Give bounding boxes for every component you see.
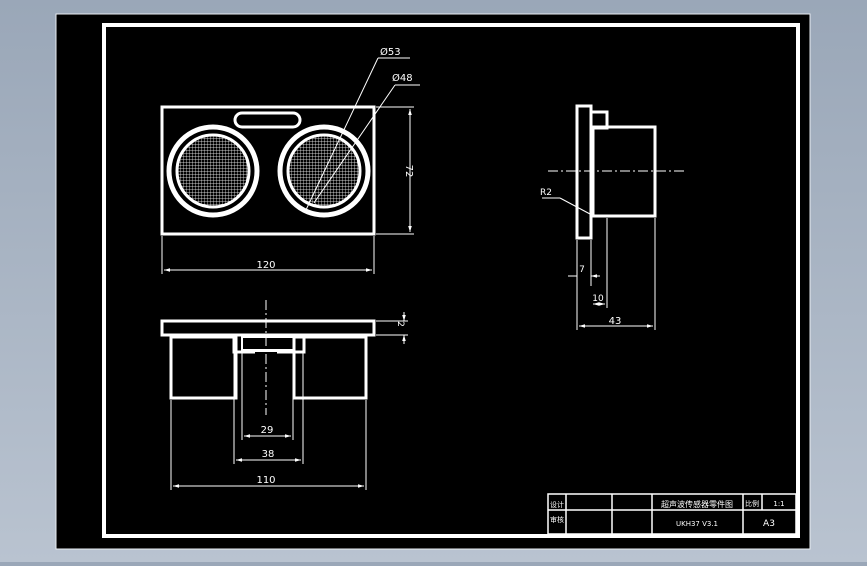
part-code: UKH37 V3.1 (676, 520, 718, 528)
left-transducer-outer (166, 124, 260, 218)
side-pcb (575, 104, 593, 240)
dim-72: 72 (403, 165, 414, 178)
left-transducer-mesh (175, 133, 251, 209)
right-can (292, 335, 368, 400)
scale-label: 比例 (745, 499, 759, 508)
drawing-sheet (55, 13, 811, 550)
dim-d53: Ø53 (380, 46, 401, 58)
dim-43: 43 (609, 316, 622, 327)
dim-2: 2 (395, 321, 405, 327)
label-design: 设计 (550, 500, 564, 509)
sheet-size: A3 (763, 519, 775, 529)
drawing-frame (102, 23, 800, 538)
dim-7: 7 (579, 265, 585, 275)
d48-leader (313, 84, 396, 204)
d53-leader (304, 57, 379, 213)
right-transducer-outer (277, 124, 371, 218)
title-block (547, 493, 797, 535)
dim-120: 120 (256, 260, 275, 271)
dim-r2: R2 (540, 188, 552, 198)
dim-38: 38 (262, 449, 275, 460)
scale-value: 1:1 (773, 500, 784, 508)
crystal-slot (233, 111, 302, 129)
dim-10: 10 (592, 294, 604, 304)
dim-110: 110 (256, 475, 275, 486)
r2-leader (559, 197, 591, 215)
bottom-view (160, 300, 408, 490)
pcb-outline (160, 105, 376, 236)
dim-29: 29 (261, 425, 274, 436)
drawing-name: 超声波传感器零件图 (661, 499, 733, 509)
side-view (542, 104, 684, 330)
front-view (160, 57, 420, 274)
dim-d48: Ø48 (392, 72, 413, 84)
label-check: 审核 (550, 515, 564, 524)
